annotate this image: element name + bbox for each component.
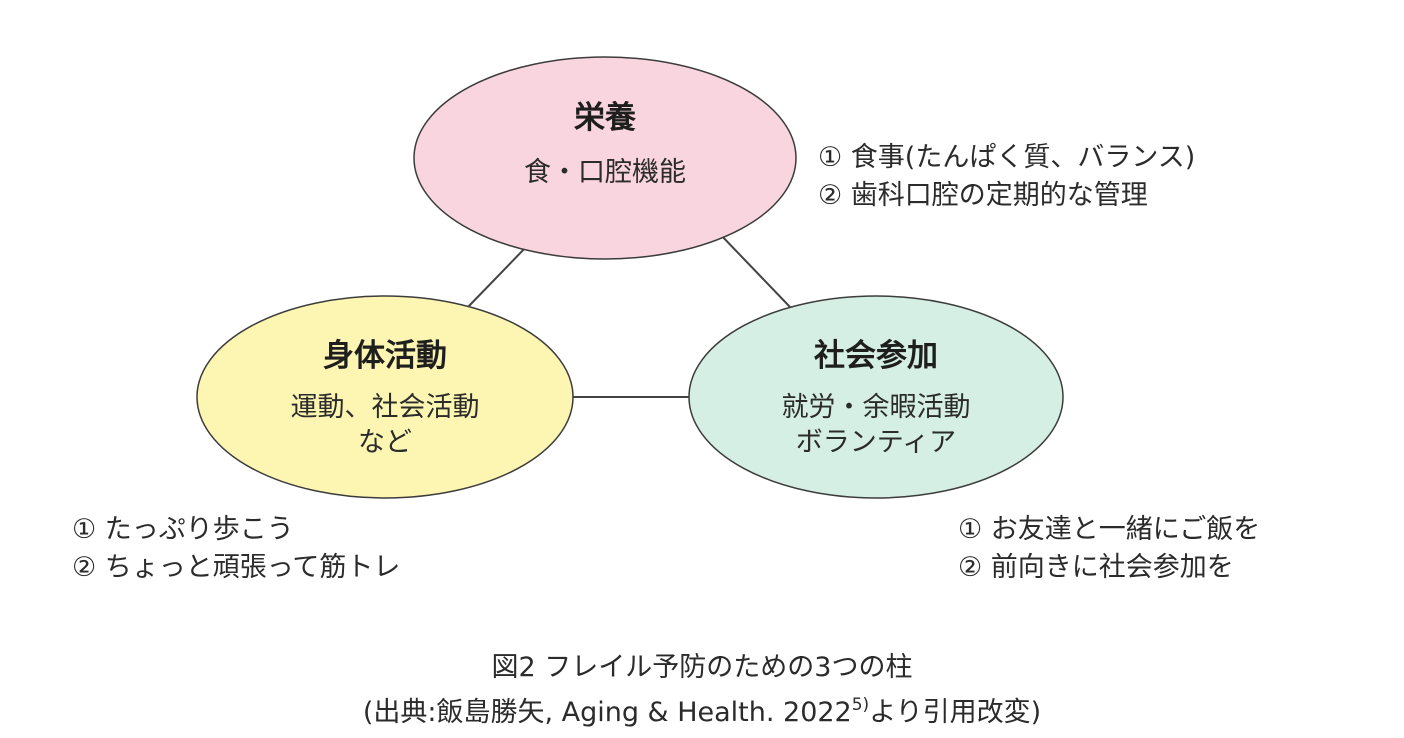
node-social: 社会参加 就労・余暇活動 ボランティア bbox=[688, 295, 1064, 499]
note-nutrition: ① 食事(たんぱく質、バランス) ② 歯科口腔の定期的な管理 bbox=[818, 139, 1195, 215]
node-physical-line-2: など bbox=[358, 427, 412, 458]
note-physical: ① たっぷり歩こう ② ちょっと頑張って筋トレ bbox=[72, 511, 400, 587]
node-nutrition: 栄養 食・口腔機能 bbox=[413, 56, 797, 260]
figure-caption-source: (出典:飯島勝矢, Aging & Health. 20225)より引用改変) bbox=[0, 690, 1404, 729]
caption-citation-superscript: 5) bbox=[851, 695, 870, 715]
caption-line-2-pre: (出典:飯島勝矢, Aging & Health. 2022 bbox=[362, 697, 852, 728]
node-nutrition-line-1: 食・口腔機能 bbox=[524, 157, 686, 188]
node-social-title: 社会参加 bbox=[814, 338, 938, 374]
node-social-ellipse bbox=[688, 295, 1064, 499]
node-physical-line-1: 運動、社会活動 bbox=[291, 392, 480, 423]
note-nutrition-item-2: ② 歯科口腔の定期的な管理 bbox=[818, 180, 1148, 211]
note-social: ① お友達と一緒にご飯を ② 前向きに社会参加を bbox=[958, 511, 1260, 587]
caption-line-2-post: より引用改変) bbox=[869, 697, 1042, 728]
node-physical: 身体活動 運動、社会活動 など bbox=[196, 295, 574, 499]
node-social-line-1: 就労・余暇活動 bbox=[782, 392, 971, 423]
note-physical-item-2: ② ちょっと頑張って筋トレ bbox=[72, 552, 401, 583]
node-physical-title: 身体活動 bbox=[323, 338, 447, 374]
connector-nutrition-physical bbox=[467, 244, 529, 308]
connectors bbox=[467, 231, 791, 398]
note-nutrition-item-1: ① 食事(たんぱく質、バランス) bbox=[818, 142, 1196, 173]
node-physical-ellipse bbox=[196, 295, 574, 499]
note-physical-item-1: ① たっぷり歩こう bbox=[72, 514, 294, 545]
node-social-line-2: ボランティア bbox=[796, 427, 956, 458]
connector-nutrition-social bbox=[717, 231, 791, 308]
note-social-item-2: ② 前向きに社会参加を bbox=[958, 552, 1234, 583]
note-social-item-1: ① お友達と一緒にご飯を bbox=[958, 514, 1261, 545]
node-nutrition-title: 栄養 bbox=[574, 100, 637, 136]
node-nutrition-ellipse bbox=[413, 56, 797, 260]
caption-line-1: 図2 フレイル予防のための3つの柱 bbox=[491, 652, 913, 683]
figure-caption-title: 図2 フレイル予防のための3つの柱 bbox=[0, 645, 1404, 684]
